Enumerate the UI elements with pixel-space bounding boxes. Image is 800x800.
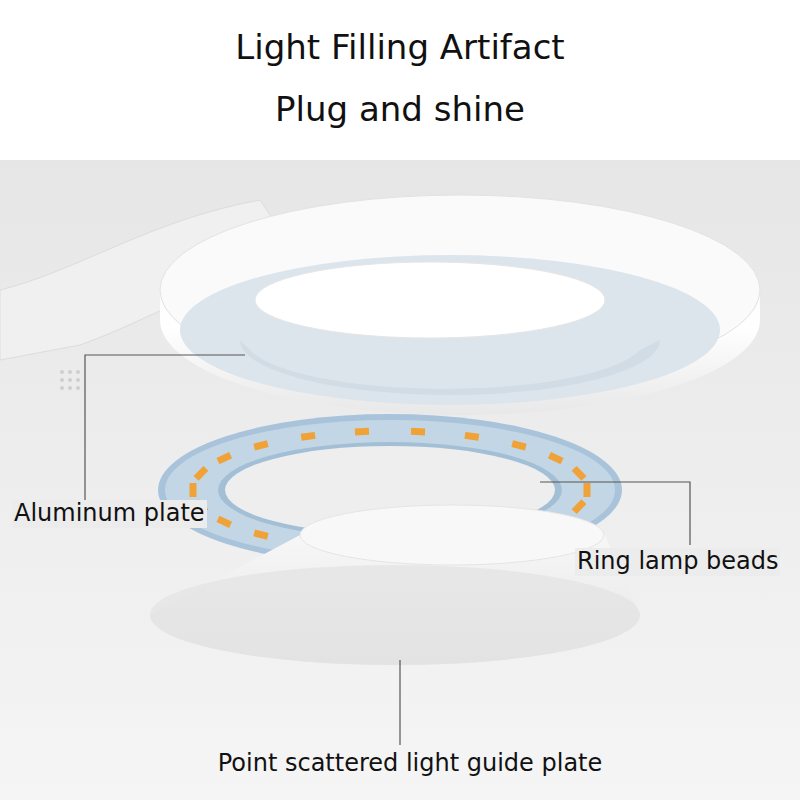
lamp-bead: [194, 466, 209, 481]
lamp-bead: [411, 428, 425, 436]
lamp-bead: [511, 440, 526, 450]
aluminum-plate: [158, 414, 622, 566]
ring-housing: [160, 195, 760, 415]
lamp-bead: [253, 529, 268, 539]
part-label: Ring lamp beads: [575, 548, 780, 576]
vent-holes: [60, 370, 80, 390]
lamp-bead: [216, 452, 232, 464]
lamp-bead: [216, 516, 232, 528]
lamp-bead: [548, 452, 564, 464]
lamp-bead: [301, 432, 316, 441]
subtitle: Plug and shine: [0, 90, 800, 129]
background: [0, 160, 800, 800]
lamp-bead: [355, 428, 369, 436]
part-label: Aluminum plate: [12, 500, 207, 528]
title: Light Filling Artifact: [0, 28, 800, 67]
lamp-bead: [572, 466, 587, 481]
ring-hole: [255, 262, 605, 338]
lamp-bead: [253, 440, 268, 450]
part-label: Point scattered light guide plate: [218, 750, 603, 778]
lamp-bead: [464, 432, 479, 441]
lamp-bead: [572, 499, 587, 514]
lamp-bead: [584, 483, 591, 497]
ring-underside: [180, 255, 720, 405]
lamp-bead: [190, 483, 197, 497]
